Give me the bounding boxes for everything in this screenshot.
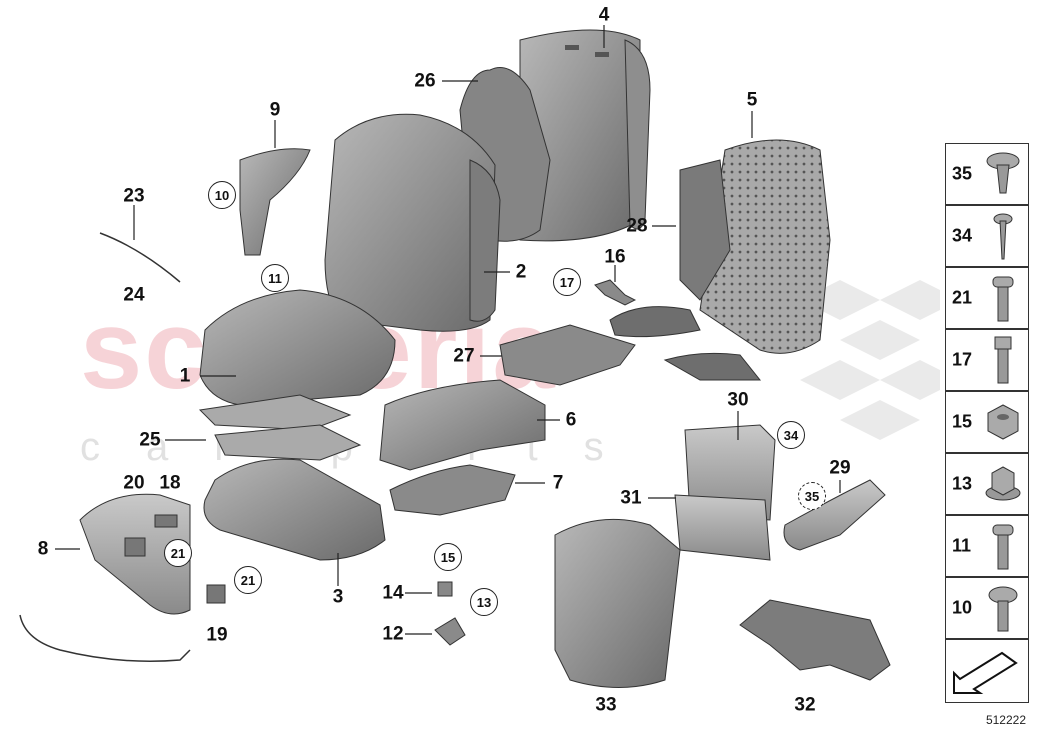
callout-circle-35: 35 xyxy=(798,482,826,510)
callout-24: 24 xyxy=(123,284,145,306)
part-32-cover xyxy=(739,599,891,681)
callout-30: 30 xyxy=(727,389,749,411)
torx-bolt-icon xyxy=(994,336,1012,384)
callout-6: 6 xyxy=(565,409,577,431)
callout-circle-21b: 21 xyxy=(234,566,262,594)
part-4-backrest-rear xyxy=(519,29,651,242)
callout-33: 33 xyxy=(595,694,617,716)
flange-bolt-icon xyxy=(988,586,1018,632)
part-27-pad xyxy=(499,324,636,386)
callout-8: 8 xyxy=(37,538,49,560)
flange-nut-icon xyxy=(985,466,1021,501)
callout-circle-15: 15 xyxy=(434,543,462,571)
bolt-icon xyxy=(992,276,1014,322)
part-19-clip xyxy=(206,584,226,604)
part-9-trim xyxy=(239,148,311,256)
callout-7: 7 xyxy=(552,472,564,494)
callout-9: 9 xyxy=(269,99,281,121)
part-3-seatpan xyxy=(203,458,386,561)
callout-circle-34: 34 xyxy=(777,421,805,449)
screw-icon xyxy=(993,213,1013,260)
legend-cell-34: 34 xyxy=(945,205,1029,267)
legend-cell-10: 10 xyxy=(945,577,1029,639)
callout-2: 2 xyxy=(515,261,527,283)
part-14-part xyxy=(437,581,453,597)
hex-nut-icon xyxy=(987,404,1019,440)
part-7-pad xyxy=(389,464,516,516)
image-number: 512222 xyxy=(985,713,1026,727)
callout-16: 16 xyxy=(604,246,626,268)
fastener-legend: 35 34 21 17 15 13 11 10 xyxy=(945,143,1029,703)
legend-cell-17: 17 xyxy=(945,329,1029,391)
callout-29: 29 xyxy=(829,457,851,479)
callout-circle-13: 13 xyxy=(470,588,498,616)
parts-drawing xyxy=(19,25,940,688)
wiring-harness xyxy=(19,614,191,662)
callout-12: 12 xyxy=(382,623,404,645)
part-20-switch xyxy=(124,537,146,557)
callout-28: 28 xyxy=(626,215,648,237)
part-5-backrest-side xyxy=(609,139,831,381)
callout-5: 5 xyxy=(746,89,758,111)
callout-25: 25 xyxy=(139,429,161,451)
leader-lines xyxy=(55,25,841,635)
direction-arrow-icon xyxy=(953,651,1018,694)
part-31-panel xyxy=(674,494,771,561)
callout-27: 27 xyxy=(453,345,475,367)
callout-circle-21a: 21 xyxy=(164,539,192,567)
part-6-cushion xyxy=(379,379,546,471)
callout-19: 19 xyxy=(206,624,228,646)
callout-3: 3 xyxy=(332,586,344,608)
legend-cell-11: 11 xyxy=(945,515,1029,577)
direction-arrow-cell xyxy=(945,639,1029,703)
callout-23: 23 xyxy=(123,185,145,207)
callout-32: 32 xyxy=(794,694,816,716)
bolt-icon xyxy=(992,524,1014,570)
part-12-bracket xyxy=(434,617,466,646)
callout-circle-17: 17 xyxy=(553,268,581,296)
callout-31: 31 xyxy=(620,487,642,509)
part-33-backpanel xyxy=(554,518,681,688)
part-25-heater xyxy=(198,394,362,461)
callout-14: 14 xyxy=(382,582,404,604)
part-23-wire xyxy=(99,232,181,283)
callout-18: 18 xyxy=(159,472,181,494)
part-1-cushion xyxy=(199,289,396,406)
legend-cell-15: 15 xyxy=(945,391,1029,453)
callout-26: 26 xyxy=(414,70,436,92)
callout-4: 4 xyxy=(598,4,610,26)
legend-cell-35: 35 xyxy=(945,143,1029,205)
callout-circle-10: 10 xyxy=(208,181,236,209)
callout-20: 20 xyxy=(123,472,145,494)
legend-cell-21: 21 xyxy=(945,267,1029,329)
part-18-cover xyxy=(154,514,178,528)
callout-circle-11: 11 xyxy=(261,264,289,292)
clip-icon xyxy=(986,152,1020,194)
callout-1: 1 xyxy=(179,365,191,387)
legend-cell-13: 13 xyxy=(945,453,1029,515)
part-2-backrest xyxy=(324,113,501,332)
part-16-bracket xyxy=(594,279,637,306)
